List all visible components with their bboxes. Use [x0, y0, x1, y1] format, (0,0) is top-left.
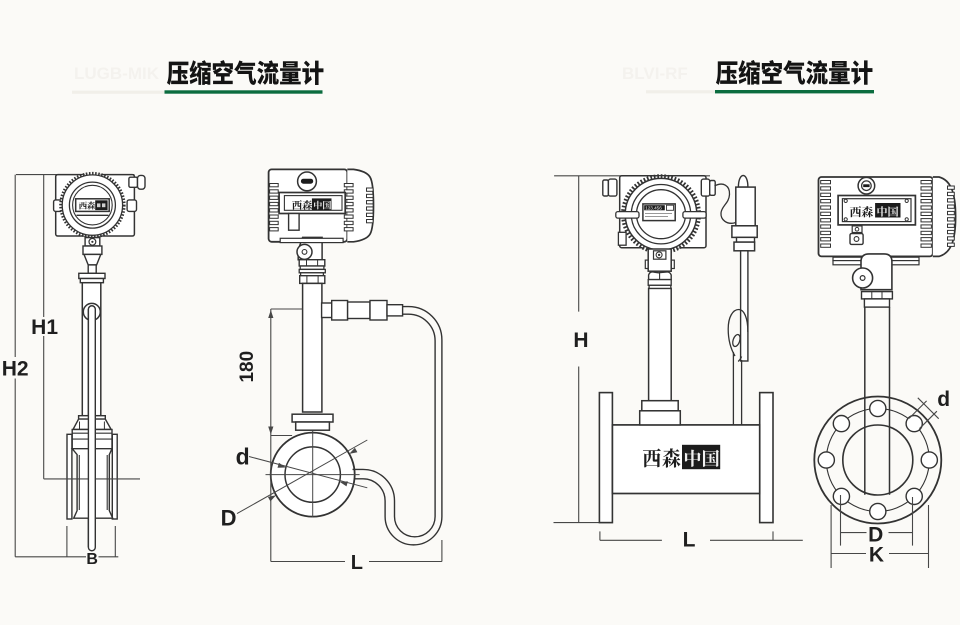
svg-text:D: D: [868, 523, 883, 546]
svg-text:L: L: [683, 529, 696, 552]
svg-text:B: B: [86, 551, 98, 568]
svg-text:LUGB-MIK: LUGB-MIK: [74, 64, 160, 83]
svg-text:H: H: [573, 329, 588, 352]
svg-text:H2: H2: [2, 357, 29, 380]
svg-text:BLVI-RF: BLVI-RF: [622, 64, 688, 83]
svg-text:123.456: 123.456: [645, 205, 662, 210]
svg-text:K: K: [869, 544, 884, 567]
svg-text:L: L: [351, 552, 363, 574]
svg-text:D: D: [221, 506, 237, 531]
svg-text:180: 180: [237, 351, 258, 383]
svg-text:H1: H1: [31, 316, 58, 339]
svg-text:d: d: [937, 388, 950, 411]
svg-text:d: d: [236, 443, 250, 469]
